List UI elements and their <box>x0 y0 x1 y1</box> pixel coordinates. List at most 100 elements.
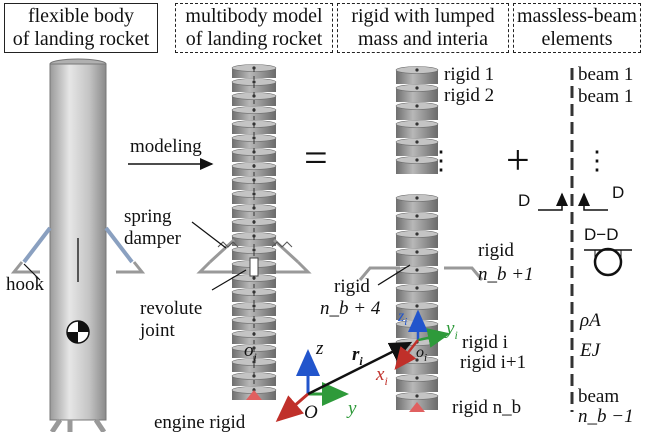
rigid-disk-lower-body-4 <box>396 270 438 284</box>
multibody-disk-center-17 <box>252 304 256 308</box>
multibody-disk-body-0 <box>232 68 276 78</box>
rigid-disk-lower-body-0 <box>396 198 438 212</box>
multibody-disk-body-3 <box>232 110 276 120</box>
rigid-1-label: rigid 1 <box>444 64 495 85</box>
beam-1-label: beam 1 <box>578 64 634 85</box>
center-of-mass-icon <box>66 320 90 344</box>
oi-right-sub: i <box>424 352 428 365</box>
ri-label: ri <box>352 344 363 372</box>
coordinate-frames <box>275 309 451 422</box>
multibody-disk-body-11 <box>232 222 276 232</box>
oi-left-label: oi <box>244 340 257 368</box>
rigid-disk-lower-center-2 <box>415 232 419 236</box>
beam-1b-label: beam 1 <box>578 86 634 107</box>
yi-label: yi <box>446 318 458 346</box>
rigid-disk-lower-body-5 <box>396 288 438 302</box>
engine-rigid-label: engine rigid <box>154 412 246 433</box>
nb-plus-1-label: n_b +1 <box>478 264 534 285</box>
yi-sub: i <box>454 327 458 342</box>
ri-sub: i <box>359 353 363 368</box>
multibody-disk-center-9 <box>252 192 256 196</box>
rigid-nb1-label: rigid <box>478 240 514 261</box>
multibody-legs <box>196 238 312 277</box>
ri-main: r <box>352 344 360 365</box>
rigid-nb4-label: rigid <box>334 276 370 297</box>
header-massless-beam: massless-beam elements <box>513 3 641 53</box>
header-multibody-text: multibody model of landing rocket <box>185 5 323 50</box>
rigid-disk-center-2 <box>415 104 419 108</box>
multibody-disk-body-8 <box>232 180 276 190</box>
multibody-disk-body-12 <box>232 236 276 246</box>
multibody-disk-center-1 <box>252 80 256 84</box>
rigid-disk-lower-center-1 <box>415 214 419 218</box>
yi-main: y <box>446 318 455 339</box>
beam-vdots: ⋮ <box>584 146 610 175</box>
header-flexible-body: flexible body of landing rocket <box>4 3 158 53</box>
d-section-label: D−D <box>584 225 619 244</box>
oi-right-label: oi <box>416 342 427 369</box>
zi-main: z <box>398 308 405 325</box>
oi-left-main: o <box>244 340 254 361</box>
d-left-label: D <box>518 191 531 210</box>
rigid-disk-center-3 <box>415 122 419 126</box>
rigid-disk-lower-center-4 <box>415 268 419 272</box>
oi-right-main: o <box>416 344 424 361</box>
rigid-disk-lower-body-2 <box>396 234 438 248</box>
rigid-disk-lower-body-1 <box>396 216 438 230</box>
rigid-disk-center-5 <box>415 158 419 162</box>
multibody-disk-center-13 <box>252 248 256 252</box>
rigid-disk-lower-center-11 <box>415 394 419 398</box>
rigid-disk-stack <box>395 66 439 410</box>
axis-z-label: z <box>316 338 324 359</box>
section-d-marks <box>538 192 632 277</box>
rigid-disk-body-3 <box>396 124 438 138</box>
rigid-disk-body-1 <box>396 88 438 102</box>
header-flexible-text: flexible body of landing rocket <box>12 5 150 50</box>
d-right-label: D <box>612 183 625 202</box>
rigid-i-plus-1-label: rigid i+1 <box>460 352 527 373</box>
rigid-i-label: rigid i <box>462 332 508 353</box>
revolute-joint-label: revolute joint <box>140 298 203 341</box>
xi-sub: i <box>384 373 388 388</box>
engine-rigid-marker-2 <box>409 402 425 412</box>
modeling-label: modeling <box>130 136 202 157</box>
rigid-disk-lower-center-6 <box>415 304 419 308</box>
xi-main: x <box>376 364 385 385</box>
multibody-disk-body-7 <box>232 166 276 176</box>
multibody-disk-center-5 <box>252 136 256 140</box>
rigid-disk-body-2 <box>396 106 438 120</box>
rigid-disk-lower-center-3 <box>415 250 419 254</box>
xi-label: xi <box>376 364 388 392</box>
multibody-disk-body-15 <box>232 278 276 288</box>
header-rigid-lumped-text: rigid with lumped mass and interia <box>351 5 495 50</box>
rigid-disk-lower-center-0 <box>415 196 419 200</box>
rigid-disk-center-0 <box>415 68 419 72</box>
spring-damper-label: spring damper <box>124 206 181 249</box>
nb-plus-4-label: n_b + 4 <box>320 298 381 319</box>
header-rigid-lumped: rigid with lumped mass and interia <box>337 3 509 53</box>
rigid-disk-center-1 <box>415 86 419 90</box>
rigid-legs <box>358 266 484 281</box>
ej-label: EJ <box>580 340 601 361</box>
rigid-disk-center-4 <box>415 140 419 144</box>
rigid-disk-lower-body-10 <box>396 378 438 392</box>
multibody-disk-body-4 <box>232 124 276 134</box>
equals-sign: = <box>304 136 328 182</box>
rigid-disk-body-4 <box>396 142 438 156</box>
multibody-disk-stack <box>231 64 277 400</box>
rigid-vdots: ⋮ <box>428 146 454 175</box>
rigid-nb-label: rigid n_b <box>452 397 522 418</box>
multibody-disk-body-16 <box>232 292 276 302</box>
zi-label: zi <box>398 306 407 333</box>
pointer-lines <box>23 221 411 291</box>
axis-y-label: y <box>348 398 357 419</box>
multibody-disk-body-20 <box>232 348 276 358</box>
multibody-disk-body-19 <box>232 334 276 344</box>
beam-last-label: beam <box>578 386 620 407</box>
header-massless-text: massless-beam elements <box>517 5 637 50</box>
rho-a-label: ρA <box>580 310 601 331</box>
origin-label: O <box>304 402 318 423</box>
rigid-disk-lower-body-3 <box>396 252 438 266</box>
rigid-disk-lower-center-5 <box>415 286 419 290</box>
